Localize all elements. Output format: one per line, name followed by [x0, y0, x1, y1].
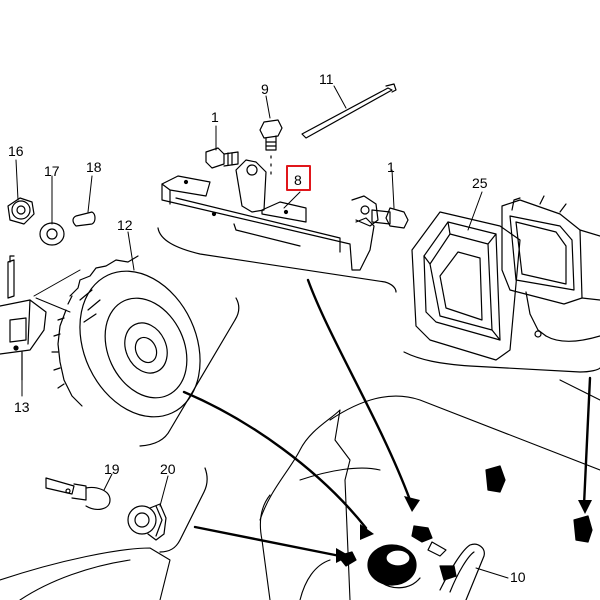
- part-1-bolt-left: [205, 147, 239, 169]
- callout-20: 20: [160, 461, 176, 477]
- part-11-rod: [301, 83, 397, 139]
- part-18-key: [72, 211, 96, 227]
- body-connector-details: [337, 465, 593, 581]
- callout-11: 11: [319, 71, 334, 87]
- callout-labels: 1 9 11 8 1 16 17 18 12 13 19 20 25 10: [8, 71, 526, 585]
- part-25-lamp: [411, 195, 600, 361]
- callout-18: 18: [86, 159, 102, 175]
- highlight-box-callout-8: [286, 165, 311, 191]
- leader-arrows: [182, 278, 592, 558]
- callout-13: 13: [14, 399, 30, 415]
- main-bracket: [161, 159, 379, 271]
- callout-leaders: [15, 85, 509, 579]
- panel-divider-lines: [139, 227, 600, 553]
- callout-19: 19: [104, 461, 120, 477]
- part-19-bulb: [45, 477, 111, 510]
- part-13-leader: [33, 269, 81, 313]
- callout-1-left: 1: [211, 109, 219, 125]
- part-17-washer: [39, 222, 65, 246]
- callout-25: 25: [472, 175, 488, 191]
- callout-9: 9: [261, 81, 269, 97]
- vehicle-body-outline: [0, 379, 600, 600]
- part-1-bolt-right: [371, 207, 409, 229]
- callout-16: 16: [8, 143, 24, 159]
- callout-17: 17: [44, 163, 60, 179]
- part-12-gear: [51, 255, 201, 418]
- part-13-switch: [0, 255, 47, 381]
- callout-12: 12: [117, 217, 133, 233]
- callout-1-right: 1: [387, 159, 395, 175]
- part-20-socket: [127, 503, 167, 541]
- arrow-heads: [336, 496, 592, 563]
- callout-10: 10: [510, 569, 526, 585]
- knob-assembly: [367, 544, 421, 589]
- part-9-bolt: [259, 119, 283, 177]
- callout-8: 8: [294, 172, 302, 188]
- part-10-bracket: [439, 543, 485, 600]
- part-16-nut: [7, 197, 35, 225]
